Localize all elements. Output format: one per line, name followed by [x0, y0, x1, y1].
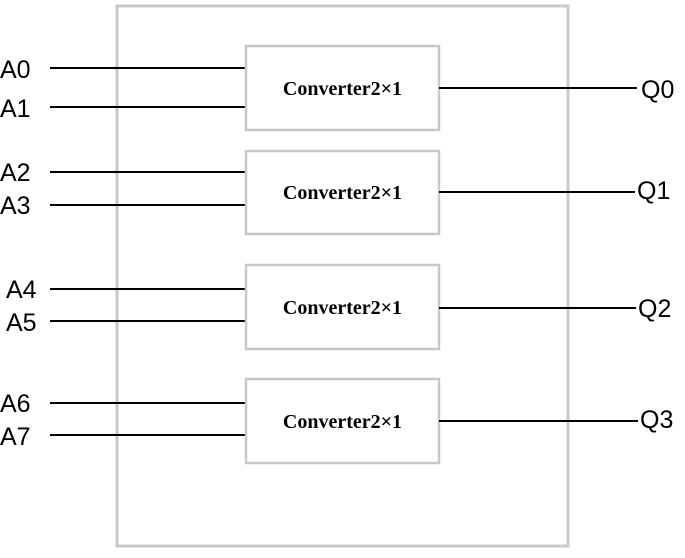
converter-block-2: Converter2×1 A4 A5 Q2	[6, 263, 671, 351]
converter-label: Converter2×1	[283, 182, 402, 204]
input-label-a2: A2	[0, 159, 31, 187]
converter-box	[244, 149, 441, 236]
input-label-a5: A5	[6, 309, 37, 337]
output-label-q3: Q3	[640, 406, 673, 434]
converter-block-1: Converter2×1 A2 A3 Q1	[0, 149, 670, 236]
output-label-q1: Q1	[637, 177, 670, 205]
input-label-a0: A0	[0, 56, 31, 84]
input-label-a7: A7	[0, 423, 31, 451]
converter-label: Converter2×1	[283, 78, 402, 100]
converter-label: Converter2×1	[283, 297, 402, 319]
input-label-a6: A6	[0, 390, 31, 418]
outer-module-box	[115, 4, 570, 548]
output-label-q2: Q2	[638, 295, 671, 323]
input-label-a1: A1	[0, 95, 31, 123]
converter-block-3: Converter2×1 A6 A7 Q3	[0, 377, 673, 465]
input-label-a4: A4	[6, 276, 37, 304]
converter-box	[244, 44, 441, 132]
converter-label: Converter2×1	[283, 411, 402, 433]
converter-block-0: Converter2×1 A0 A1 Q0	[0, 44, 674, 132]
input-label-a3: A3	[0, 192, 31, 220]
output-label-q0: Q0	[641, 76, 674, 104]
